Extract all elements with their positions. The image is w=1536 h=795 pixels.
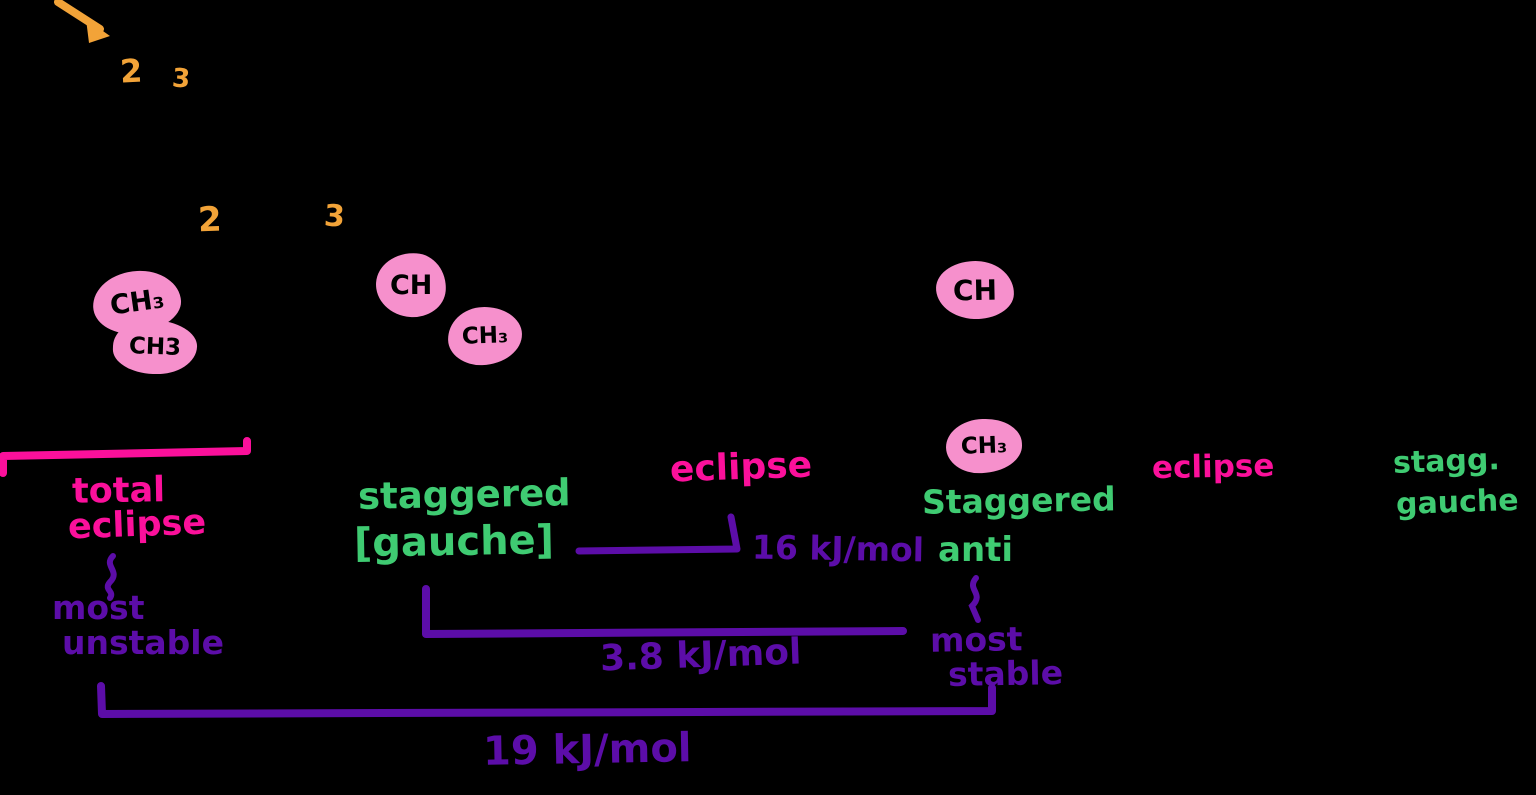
gauche-anti-bracket (422, 585, 907, 638)
carbon-number-2-top: 2 (119, 51, 144, 91)
label-eclipse-mid: eclipse (669, 444, 813, 491)
carbon-number-3-top: 3 (170, 63, 192, 95)
stable-squiggle-arrow (968, 575, 981, 623)
total-span-bracket (97, 682, 996, 718)
label-total-eclipse-line2: eclipse (67, 502, 207, 548)
gauche-eclipse-connector (575, 513, 741, 555)
note-most-stable-line1: most (929, 619, 1023, 660)
energy-3-8kjmol: 3.8 kJ/mol (599, 631, 803, 680)
label-staggered-gauche-line2: [gauche] (353, 517, 555, 567)
note-most-unstable-line1: most (52, 588, 145, 627)
energy-19kjmol: 19 kJ/mol (482, 725, 692, 775)
label-stagg-gauche-line2: gauche (1395, 482, 1520, 523)
unstable-squiggle-arrow (104, 553, 117, 601)
carbon-number-2-middle: 2 (197, 199, 223, 241)
label-eclipse-right: eclipse (1151, 447, 1275, 487)
methyl-label: CH (389, 269, 433, 301)
note-most-unstable-line2: unstable (62, 623, 224, 662)
methyl-label: CH₃ (107, 282, 167, 322)
methyl-label: CH₃ (461, 322, 509, 350)
methyl-label: CH (952, 273, 998, 307)
methyl-label: CH₃ (960, 432, 1008, 460)
energy-16kjmol: 16 kJ/mol (751, 527, 925, 570)
label-staggered-anti-line2: anti (938, 530, 1014, 570)
total-eclipse-bracket (0, 437, 251, 477)
orange-arrow-icon (54, 0, 110, 43)
methyl-label: CH3 (128, 333, 182, 361)
note-most-stable-line2: stable (947, 652, 1064, 695)
label-staggered-gauche-line1: staggered (357, 471, 571, 518)
label-staggered-anti-line1: Staggered (921, 479, 1117, 522)
carbon-number-3-middle: 3 (323, 198, 346, 235)
label-stagg-gauche-line1: stagg. (1392, 442, 1501, 481)
